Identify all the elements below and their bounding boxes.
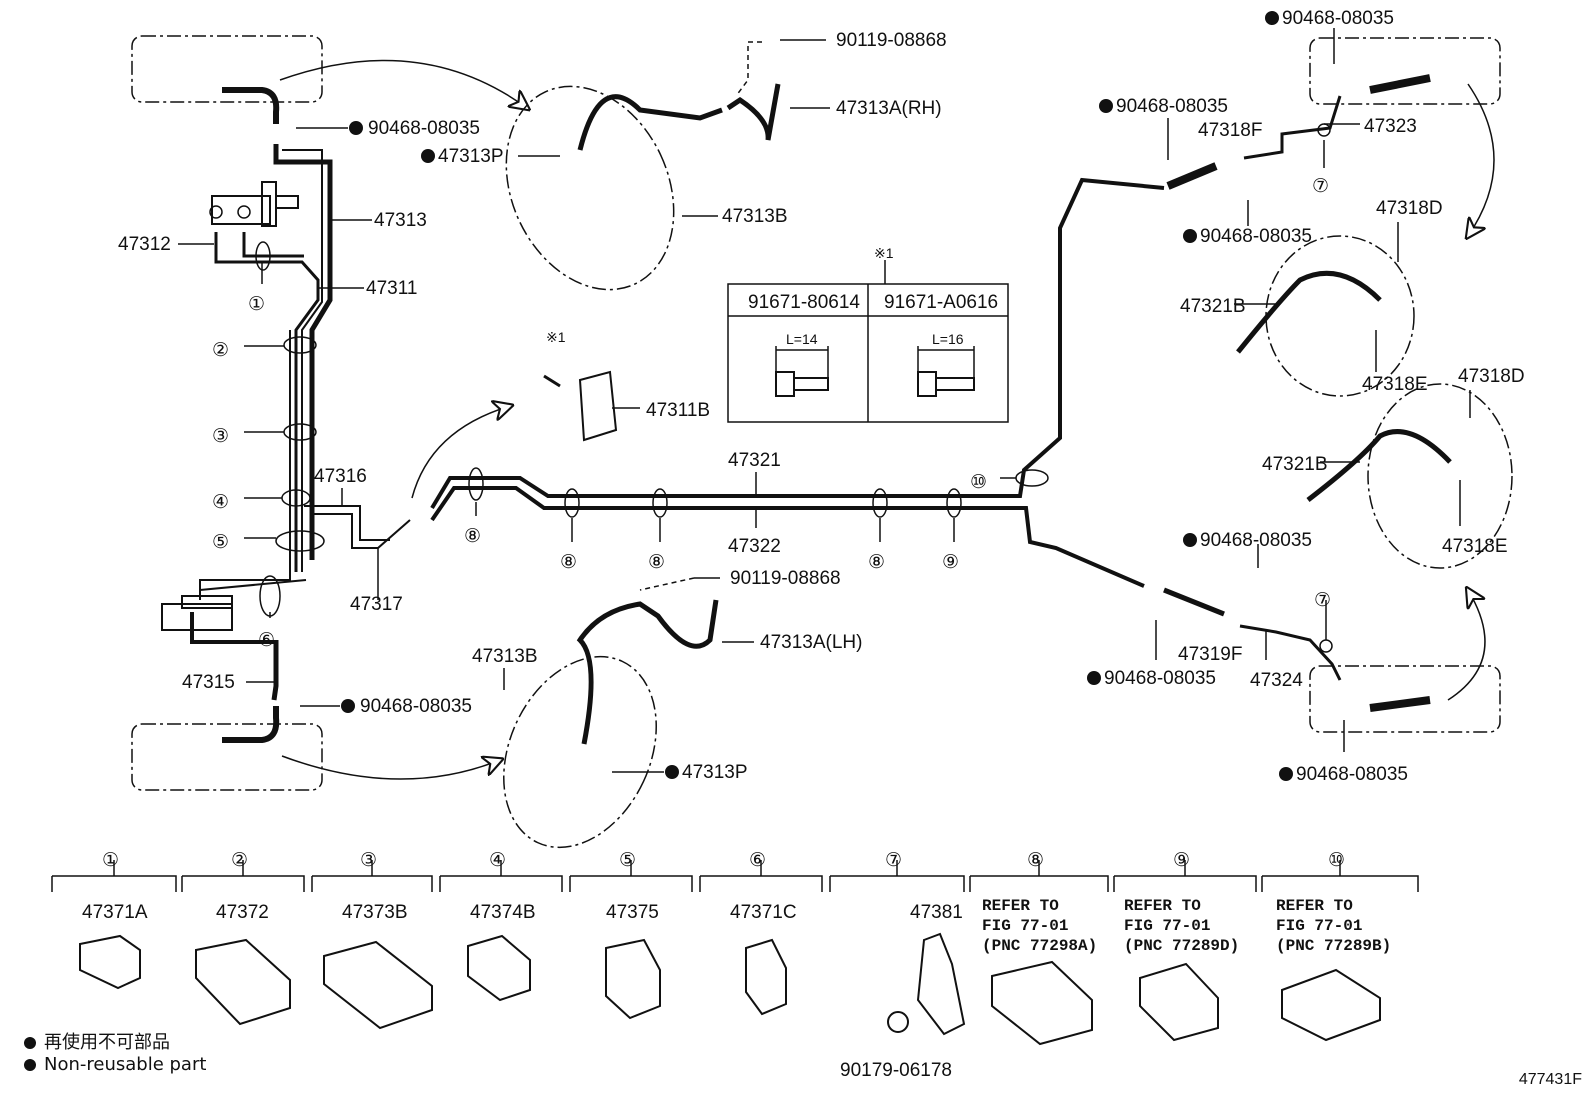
callout-47313B-top: 47313B <box>722 206 788 227</box>
clamp-marker-8b: ⑧ <box>560 552 577 573</box>
callout-47319F: 47319F <box>1178 644 1242 665</box>
callout-47321B-top: 47321B <box>1180 296 1246 317</box>
clamp-header-2: ② <box>231 850 248 871</box>
clamp-header-9: ⑨ <box>1173 850 1190 871</box>
non-reusable-dot-icon <box>24 1037 36 1049</box>
clamp-ref-9-line2: FIG 77-01 <box>1124 917 1210 935</box>
figure-code: 477431F <box>1518 1071 1582 1088</box>
clamp-header-8: ⑧ <box>1027 850 1044 871</box>
callout-47313A-RH: 47313A(RH) <box>836 98 942 119</box>
callout-47313P-low: 47313P <box>682 762 748 783</box>
clamp-marker-1: ① <box>248 294 265 315</box>
callout-47323: 47323 <box>1364 116 1417 137</box>
callout-47318F: 47318F <box>1198 120 1262 141</box>
clamp-marker-7b: ⑦ <box>1314 590 1331 611</box>
callout-47318D-mid: 47318D <box>1458 366 1525 387</box>
callout-47312: 47312 <box>118 234 171 255</box>
front-left-dash-box-bottom <box>131 723 323 791</box>
callout-90468-08035-r4: 90468-08035 <box>1200 530 1312 551</box>
clamp-part-2: 47372 <box>216 902 269 923</box>
clamp-ref-10-line1: REFER TO <box>1276 897 1353 915</box>
clamp-header-4: ④ <box>489 850 506 871</box>
clamp-marker-8d: ⑧ <box>868 552 885 573</box>
clamp-header-7: ⑦ <box>885 850 902 871</box>
clamp-header-1: ① <box>102 850 119 871</box>
rear-right-dash-box-top <box>1309 37 1501 105</box>
clamp-ref-8-line1: REFER TO <box>982 897 1059 915</box>
clamp-part-4: 47374B <box>470 902 536 923</box>
callout-47322: 47322 <box>728 536 781 557</box>
callout-47313P-top: 47313P <box>438 146 504 167</box>
note-symbol-x1-table: ※1 <box>874 245 894 261</box>
callout-47318E-top: 47318E <box>1362 374 1428 395</box>
callout-47315: 47315 <box>182 672 235 693</box>
clamp-header-10: ⑩ <box>1328 850 1345 871</box>
clamp-ref-9-line1: REFER TO <box>1124 897 1201 915</box>
clamp-marker-8c: ⑧ <box>648 552 665 573</box>
callout-90468-08035-r1: 90468-08035 <box>1282 8 1394 29</box>
clamp-marker-3: ③ <box>212 426 229 447</box>
clamp-marker-9: ⑨ <box>942 552 959 573</box>
legend-jp-text: 再使用不可部品 <box>44 1032 170 1053</box>
clamp-parts-row: ① 47371A ② 47372 ③ 47373B ④ 47374B ⑤ 473… <box>82 850 1391 1081</box>
callout-47311: 47311 <box>366 278 417 299</box>
callout-47321B-mid: 47321B <box>1262 454 1328 475</box>
callout-47318E-mid: 47318E <box>1442 536 1508 557</box>
callout-47311B: 47311B <box>646 400 710 421</box>
clamp-part-3: 47373B <box>342 902 408 923</box>
clamp-header-5: ⑤ <box>619 850 636 871</box>
callout-47321: 47321 <box>728 450 781 471</box>
clamp-ref-8-line2: FIG 77-01 <box>982 917 1068 935</box>
legend-en-text: Non-reusable part <box>44 1054 207 1075</box>
clamp-marker-6: ⑥ <box>258 630 275 651</box>
bolt-table-col2: 91671-A0616 <box>884 292 998 313</box>
clamp-ref-9-line3: (PNC 77289D) <box>1124 937 1239 955</box>
clamp-part-7-bolt: 90179-06178 <box>840 1060 952 1081</box>
callout-47313B-low: 47313B <box>472 646 538 667</box>
front-left-dash-box-top <box>131 35 323 103</box>
callout-90468-08035-r3: 90468-08035 <box>1200 226 1312 247</box>
clamp-ref-10-line2: FIG 77-01 <box>1276 917 1362 935</box>
clamp-part-1: 47371A <box>82 902 148 923</box>
clamp-header-3: ③ <box>360 850 377 871</box>
clamp-marker-7a: ⑦ <box>1312 176 1329 197</box>
callout-47316: 47316 <box>314 466 367 487</box>
note-symbol-x1-bracket: ※1 <box>546 329 566 345</box>
legend-english: Non-reusable part <box>24 1054 206 1075</box>
callout-47313A-LH: 47313A(LH) <box>760 632 862 653</box>
callout-90468-08035-r2: 90468-08035 <box>1116 96 1228 117</box>
clamp-marker-5: ⑤ <box>212 532 229 553</box>
callout-90119-08868-mid: 90119-08868 <box>730 568 841 589</box>
clamp-ref-10-line3: (PNC 77289B) <box>1276 937 1391 955</box>
clamp-part-7: 47381 <box>910 902 963 923</box>
clamp-marker-4: ④ <box>212 492 229 513</box>
callout-90468-08035-low-left: 90468-08035 <box>360 696 472 717</box>
clamp-marker-10: ⑩ <box>970 472 987 493</box>
clamp-marker-8a: ⑧ <box>464 526 481 547</box>
callout-90119-08868-top: 90119-08868 <box>836 30 947 51</box>
clamp-header-6: ⑥ <box>749 850 766 871</box>
clamp-marker-2: ② <box>212 340 229 361</box>
bolt-table-col1: 91671-80614 <box>748 292 860 313</box>
callout-90468-08035-r6: 90468-08035 <box>1296 764 1408 785</box>
callout-47317: 47317 <box>350 594 403 615</box>
callout-47318D-top: 47318D <box>1376 198 1443 219</box>
clamp-part-5: 47375 <box>606 902 659 923</box>
bolt-length-1: L=14 <box>786 331 818 347</box>
clamp-ref-8-line3: (PNC 77298A) <box>982 937 1097 955</box>
rear-right-dash-box-bottom <box>1309 665 1501 733</box>
legend-japanese: 再使用不可部品 <box>24 1028 170 1054</box>
callout-90468-08035-top-left: 90468-08035 <box>368 118 480 139</box>
bolt-length-2: L=16 <box>932 331 964 347</box>
callout-90468-08035-r5: 90468-08035 <box>1104 668 1216 689</box>
clamp-part-6: 47371C <box>730 902 797 923</box>
callout-47313: 47313 <box>374 210 427 231</box>
non-reusable-dot-icon <box>24 1059 36 1071</box>
callout-47324: 47324 <box>1250 670 1303 691</box>
